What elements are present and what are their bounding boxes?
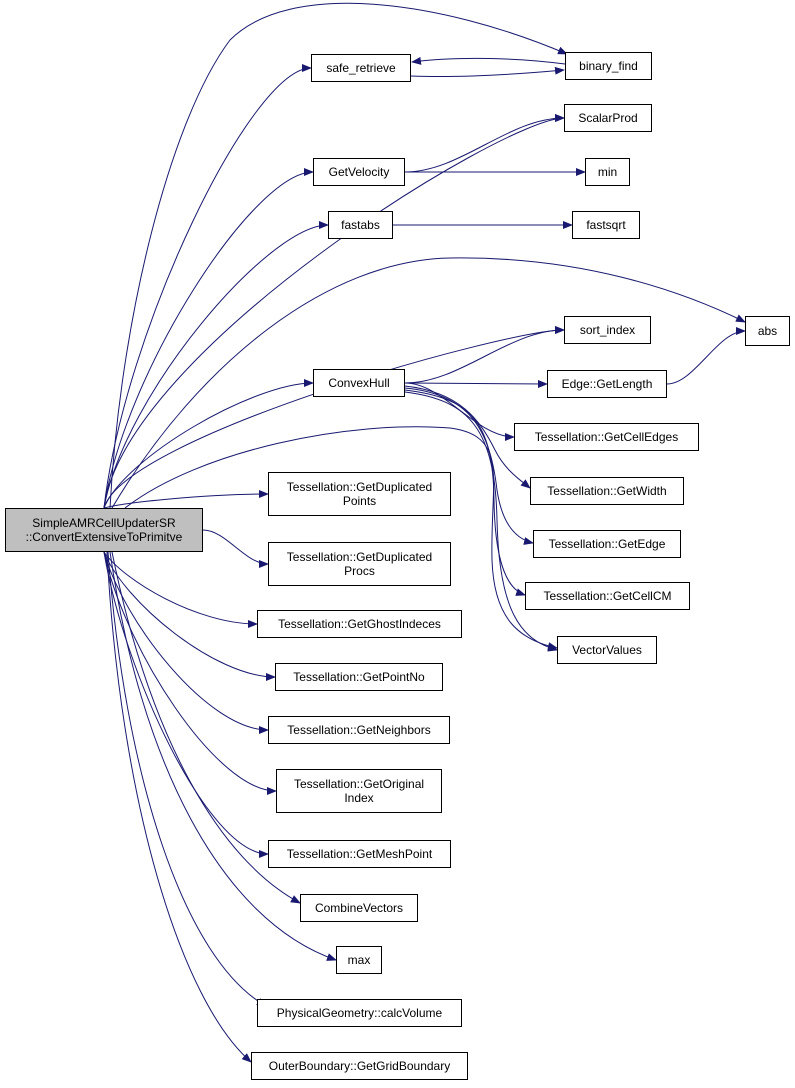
- node-min-label: min: [597, 165, 618, 179]
- edge-root-to-abs: [111, 257, 746, 509]
- root-node[interactable]: SimpleAMRCellUpdaterSR ::ConvertExtensiv…: [5, 508, 203, 552]
- node-tess-getoriginalindex[interactable]: Tessellation::GetOriginal Index: [276, 769, 442, 813]
- node-outerboundary-getgridboundary[interactable]: OuterBoundary::GetGridBoundary: [251, 1052, 468, 1080]
- node-tess-getcelledges-label: Tessellation::GetCellEdges: [534, 430, 679, 444]
- node-fastsqrt-label: fastsqrt: [586, 218, 626, 232]
- node-tess-getduplicatedpoints-line-2: Points: [342, 494, 377, 508]
- node-physgeom-calcvolume[interactable]: PhysicalGeometry::calcVolume: [257, 999, 462, 1027]
- node-vectorvalues-label: VectorValues: [572, 643, 642, 657]
- node-min[interactable]: min: [585, 158, 630, 186]
- node-sort-index[interactable]: sort_index: [564, 316, 651, 344]
- edge-root-to-VectorValues: [124, 426, 558, 651]
- edge-ConvexHull-to-EdgeGetLength: [404, 379, 548, 388]
- node-sort-index-label: sort_index: [579, 323, 636, 337]
- node-outerboundary-getgridboundary-label: OuterBoundary::GetGridBoundary: [268, 1059, 451, 1073]
- node-safe-retrieve[interactable]: safe_retrieve: [311, 54, 411, 82]
- edge-root-to-GetVelocity: [103, 168, 314, 509]
- edge-binary_find-to-safe_retrieve: [411, 56, 566, 65]
- node-tess-getneighbors-label: Tessellation::GetNeighbors: [287, 723, 431, 737]
- node-abs[interactable]: abs: [745, 316, 790, 346]
- edge-root-to-max: [109, 551, 337, 961]
- node-tess-getpointno[interactable]: Tessellation::GetPointNo: [275, 663, 443, 691]
- node-tess-getmeshpoint-label: Tessellation::GetMeshPoint: [286, 847, 433, 861]
- edge-ConvexHull-to-GetEdge: [404, 387, 534, 545]
- edge-root-to-GetOriginalIndex: [103, 551, 277, 795]
- edge-root-to-GetMeshPoint: [103, 551, 269, 858]
- node-tess-getduplicatedprocs[interactable]: Tessellation::GetDuplicated Procs: [268, 542, 451, 586]
- node-binary-find-label: binary_find: [579, 59, 638, 73]
- edge-safe_retrieve-to-binary_find: [410, 66, 565, 78]
- edge-root-to-GetPointNo: [103, 551, 276, 681]
- edge-root-to-calcVolume: [107, 551, 267, 1007]
- edge-ConvexHull-to-VectorValues: [404, 391, 558, 652]
- node-fastabs-label: fastabs: [341, 218, 380, 232]
- edge-root-to-ScalarProd: [103, 114, 565, 509]
- node-combinevectors[interactable]: CombineVectors: [300, 894, 418, 922]
- node-tess-getmeshpoint[interactable]: Tessellation::GetMeshPoint: [268, 840, 451, 868]
- edge-root-to-GetNeighbors: [103, 551, 269, 734]
- edge-ConvexHull-to-GetWidth: [404, 385, 531, 489]
- node-fastabs[interactable]: fastabs: [328, 211, 393, 239]
- edge-root-to-GetGridBoundary: [106, 551, 252, 1063]
- node-tess-getcelledges[interactable]: Tessellation::GetCellEdges: [514, 423, 699, 451]
- node-binary-find[interactable]: binary_find: [565, 52, 652, 80]
- edge-root-to-GetDupPoints: [103, 490, 269, 509]
- edge-root-to-GetDupProcs: [202, 529, 269, 568]
- node-combinevectors-label: CombineVectors: [314, 901, 404, 915]
- node-tess-getwidth-label: Tessellation::GetWidth: [547, 484, 667, 498]
- node-vectorvalues[interactable]: VectorValues: [557, 636, 657, 664]
- edge-root-to-safe_retrieve: [103, 64, 312, 509]
- node-tess-getoriginalindex-line-1: Tessellation::GetOriginal: [293, 777, 425, 791]
- node-tess-getghostindeces-label: Tessellation::GetGhostIndeces: [278, 617, 441, 631]
- edge-root-to-GetGhostIndeces: [103, 551, 258, 628]
- node-tess-getedge[interactable]: Tessellation::GetEdge: [533, 530, 681, 558]
- node-safe-retrieve-label: safe_retrieve: [326, 61, 396, 75]
- node-tess-getduplicatedpoints[interactable]: Tessellation::GetDuplicated Points: [268, 472, 451, 516]
- edge-root-to-CombineVectors: [111, 551, 301, 904]
- node-scalarprod[interactable]: ScalarProd: [564, 104, 652, 132]
- node-tess-getoriginalindex-line-2: Index: [344, 791, 374, 805]
- node-scalarprod-label: ScalarProd: [578, 111, 638, 125]
- node-getvelocity-label: GetVelocity: [328, 165, 390, 179]
- node-tess-getcellcm-label: Tessellation::GetCellCM: [543, 589, 672, 603]
- node-tess-getneighbors[interactable]: Tessellation::GetNeighbors: [268, 716, 450, 744]
- node-tess-getghostindeces[interactable]: Tessellation::GetGhostIndeces: [257, 610, 462, 638]
- node-tess-getpointno-label: Tessellation::GetPointNo: [293, 670, 425, 684]
- node-max[interactable]: max: [336, 946, 382, 974]
- node-tess-getcellcm[interactable]: Tessellation::GetCellCM: [525, 582, 690, 610]
- node-abs-label: abs: [757, 324, 778, 338]
- node-physgeom-calcvolume-label: PhysicalGeometry::calcVolume: [276, 1006, 443, 1020]
- node-convexhull-label: ConvexHull: [328, 376, 390, 390]
- node-fastsqrt[interactable]: fastsqrt: [572, 211, 640, 239]
- node-edge-getlength[interactable]: Edge::GetLength: [547, 370, 667, 398]
- edge-root-to-ConvexHull: [103, 379, 314, 509]
- node-convexhull[interactable]: ConvexHull: [313, 369, 405, 397]
- node-tess-getduplicatedprocs-line-1: Tessellation::GetDuplicated: [286, 550, 433, 564]
- node-tess-getduplicatedprocs-line-2: Procs: [344, 564, 375, 578]
- edge-root-to-binary_find: [109, 2, 568, 509]
- node-getvelocity[interactable]: GetVelocity: [313, 158, 405, 186]
- node-edge-getlength-label: Edge::GetLength: [561, 377, 653, 391]
- root-node-line-1: SimpleAMRCellUpdaterSR: [32, 516, 176, 530]
- node-tess-getedge-label: Tessellation::GetEdge: [548, 537, 666, 551]
- node-tess-getduplicatedpoints-line-1: Tessellation::GetDuplicated: [286, 480, 433, 494]
- edge-GetVelocity-to-ScalarProd: [404, 114, 565, 173]
- node-max-label: max: [347, 953, 371, 967]
- edge-ConvexHull-to-sort_index: [404, 326, 565, 384]
- node-tess-getwidth[interactable]: Tessellation::GetWidth: [530, 477, 684, 505]
- edge-root-to-fastabs: [103, 221, 329, 509]
- edge-EdgeGetLength-to-abs: [666, 327, 746, 385]
- root-node-line-2: ::ConvertExtensiveToPrimitve: [25, 530, 183, 544]
- edge-ConvexHull-to-GetCellCM: [404, 389, 526, 596]
